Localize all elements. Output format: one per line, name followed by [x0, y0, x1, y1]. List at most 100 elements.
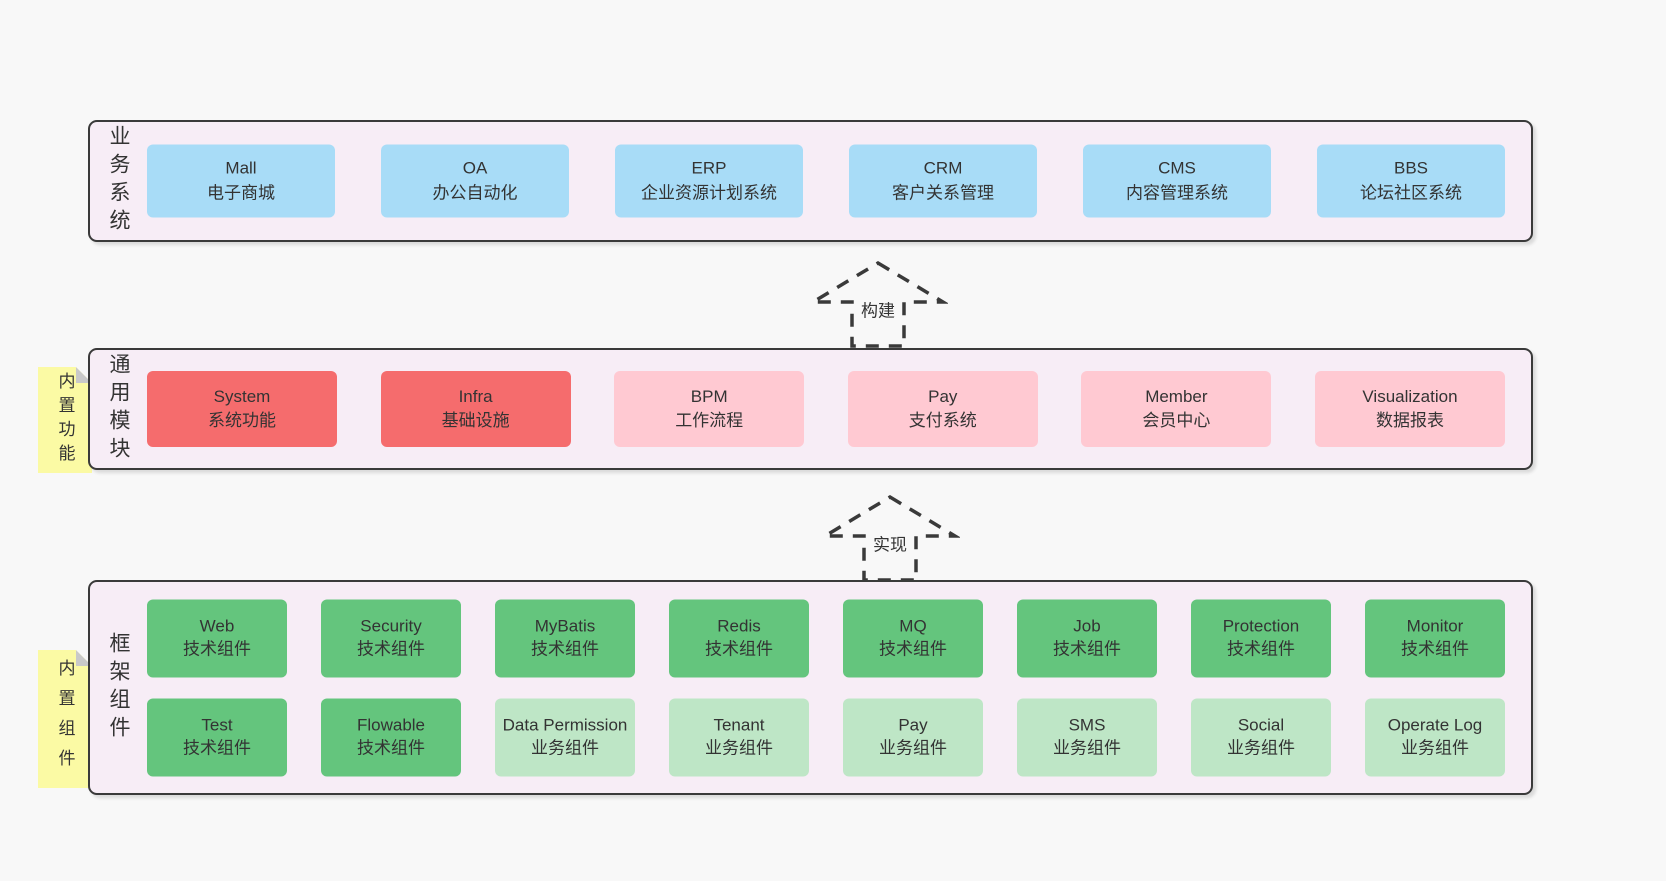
box-mq: MQ 技术组件: [843, 599, 983, 677]
box-infra: Infra 基础设施: [380, 371, 571, 447]
up-arrow-icon: [820, 494, 960, 582]
box-subtitle: 业务组件: [1053, 738, 1121, 757]
box-name: Member: [1145, 386, 1208, 406]
box-subtitle: 业务组件: [531, 738, 599, 757]
arrow-build-label: 构建: [858, 296, 898, 322]
box-subtitle: 技术组件: [1227, 639, 1295, 658]
box-subtitle: 业务组件: [879, 738, 947, 757]
box-name: Monitor: [1406, 616, 1464, 636]
box-subtitle: 技术组件: [183, 639, 251, 658]
box-subtitle: 业务组件: [1401, 738, 1469, 757]
box-name: Data Permission: [502, 715, 628, 735]
box-name: OA: [462, 158, 488, 178]
box-system: System 系统功能: [147, 371, 337, 447]
box-name: Protection: [1222, 616, 1300, 636]
box-cms: CMS 内容管理系统: [1083, 144, 1271, 218]
box-subtitle: 办公自动化: [432, 183, 518, 202]
box-sms: SMS 业务组件: [1017, 698, 1157, 776]
box-name: Visualization: [1362, 386, 1458, 406]
up-arrow-icon: [808, 260, 948, 348]
box-subtitle: 工作流程: [675, 411, 744, 430]
box-data-permission: Data Permission 业务组件: [495, 698, 635, 776]
box-subtitle: 系统功能: [208, 411, 276, 430]
layer-common-modules-label: 通用模块: [107, 353, 130, 465]
box-subtitle: 数据报表: [1375, 411, 1444, 430]
note-built-in-components-label: 内置组件: [55, 659, 75, 779]
box-subtitle: 技术组件: [1401, 639, 1469, 658]
box-name: Infra: [458, 386, 493, 406]
note-built-in-features-label: 内置功能: [55, 372, 75, 468]
box-name: SMS: [1068, 715, 1106, 735]
box-subtitle: 业务组件: [1227, 738, 1295, 757]
box-social: Social 业务组件: [1191, 698, 1331, 776]
box-subtitle: 技术组件: [531, 639, 599, 658]
box-subtitle: 技术组件: [357, 738, 425, 757]
box-oa: OA 办公自动化: [381, 144, 569, 218]
box-name: Pay: [928, 386, 958, 406]
box-tenant: Tenant 业务组件: [669, 698, 809, 776]
box-subtitle: 技术组件: [879, 639, 947, 658]
box-flowable: Flowable 技术组件: [321, 698, 461, 776]
box-protection: Protection 技术组件: [1191, 599, 1331, 677]
box-name: BBS: [1393, 158, 1429, 178]
box-name: Security: [360, 616, 422, 636]
box-pay: Pay 支付系统: [847, 371, 1038, 447]
box-mall: Mall 电子商城: [147, 144, 335, 218]
box-subtitle: 电子商城: [207, 183, 275, 202]
box-member: Member 会员中心: [1081, 371, 1272, 447]
business-systems-box-row: Mall 电子商城 OA 办公自动化 ERP 企业资源计划系统 CRM 客户关系管理 CMS 内容…: [147, 144, 1505, 218]
layer-common-modules: 通用模块 System 系统功能 Infra 基础设施 BPM 工作流程 Pay 支付系统 Me…: [88, 348, 1533, 470]
box-subtitle: 技术组件: [1053, 639, 1121, 658]
note-built-in-components: 内置组件: [38, 650, 92, 788]
arrow-implement: 实现: [820, 494, 960, 584]
box-erp: ERP 企业资源计划系统: [615, 144, 803, 218]
box-crm: CRM 客户关系管理: [849, 144, 1037, 218]
box-name: Social: [1237, 715, 1285, 735]
box-subtitle: 技术组件: [705, 639, 773, 658]
box-name: ERP: [691, 158, 727, 178]
box-name: Job: [1073, 616, 1101, 636]
box-subtitle: 论坛社区系统: [1360, 183, 1462, 202]
box-name: BPM: [690, 386, 728, 406]
box-subtitle: 企业资源计划系统: [641, 183, 777, 202]
layer-business-systems-label: 业务系统: [107, 125, 130, 237]
box-subtitle: 支付系统: [908, 411, 977, 430]
box-subtitle: 基础设施: [441, 411, 510, 430]
layer-framework-components-label: 框架组件: [107, 631, 130, 744]
layer-business-systems: 业务系统 Mall 电子商城 OA 办公自动化 ERP 企业资源计划系统 CRM 客户关系管理…: [88, 120, 1533, 242]
arrow-build: 构建: [808, 260, 948, 350]
box-name: Flowable: [356, 715, 426, 735]
box-name: Test: [201, 715, 233, 735]
arrow-implement-label: 实现: [870, 530, 910, 556]
note-built-in-features: 内置功能: [38, 367, 92, 473]
box-name: System: [213, 386, 271, 406]
box-name: MyBatis: [534, 616, 596, 636]
box-redis: Redis 技术组件: [669, 599, 809, 677]
box-subtitle: 客户关系管理: [892, 183, 994, 202]
box-subtitle: 会员中心: [1142, 411, 1211, 430]
box-name: Web: [199, 616, 235, 636]
box-name: CMS: [1158, 158, 1196, 178]
box-web: Web 技术组件: [147, 599, 287, 677]
box-subtitle: 业务组件: [705, 738, 773, 757]
box-test: Test 技术组件: [147, 698, 287, 776]
box-name: MQ: [899, 616, 927, 636]
box-name: CRM: [923, 158, 963, 178]
box-name: Tenant: [713, 715, 765, 735]
box-mybatis: MyBatis 技术组件: [495, 599, 635, 677]
box-visualization: Visualization 数据报表: [1314, 371, 1505, 447]
box-name: Mall: [225, 158, 257, 178]
box-name: Redis: [717, 616, 761, 636]
box-bbs: BBS 论坛社区系统: [1317, 144, 1505, 218]
common-modules-box-row: System 系统功能 Infra 基础设施 BPM 工作流程 Pay 支付系统 Member 会…: [147, 371, 1505, 447]
box-subtitle: 技术组件: [183, 738, 251, 757]
box-job: Job 技术组件: [1017, 599, 1157, 677]
box-subtitle: 内容管理系统: [1126, 183, 1228, 202]
